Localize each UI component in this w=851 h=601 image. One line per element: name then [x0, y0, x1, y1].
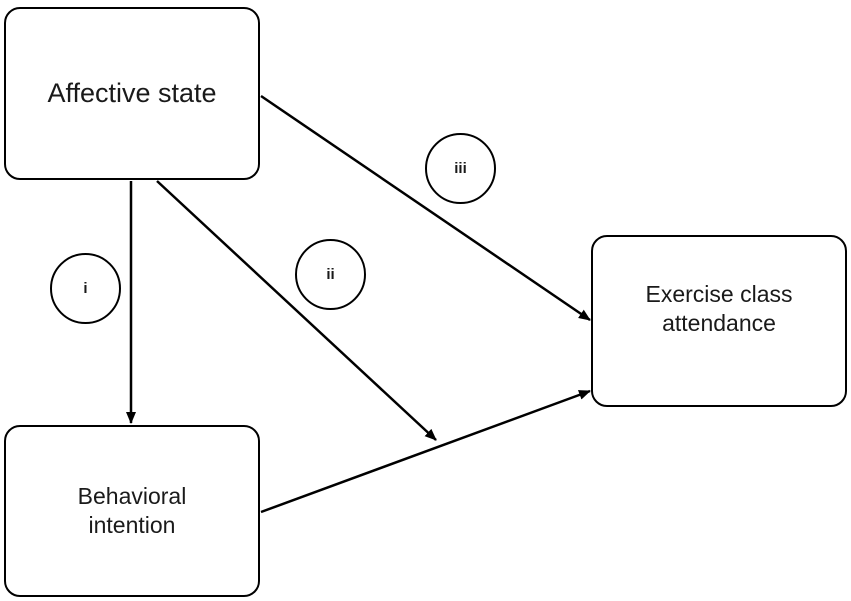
node-behavioral-intention: Behavioral intention	[4, 425, 260, 597]
node-exercise-class-attendance-label: Exercise class attendance	[645, 281, 793, 336]
arrow-affective-to-mediation-path	[156, 180, 437, 441]
node-affective-state-label: Affective state	[47, 77, 217, 108]
arrow-behavioral-to-exercise	[260, 389, 591, 514]
node-exercise-class-attendance: Exercise class attendance	[591, 235, 847, 407]
path-label-ii: ii	[295, 239, 366, 310]
node-affective-state: Affective state	[4, 7, 260, 180]
arrow-affective-to-exercise	[260, 94, 591, 322]
path-label-i-text: i	[83, 280, 88, 297]
path-label-iii-text: iii	[454, 160, 467, 177]
path-label-iii: iii	[425, 133, 496, 204]
node-behavioral-intention-label: Behavioral intention	[77, 483, 187, 538]
path-label-i: i	[50, 253, 121, 324]
path-label-ii-text: ii	[326, 266, 335, 283]
